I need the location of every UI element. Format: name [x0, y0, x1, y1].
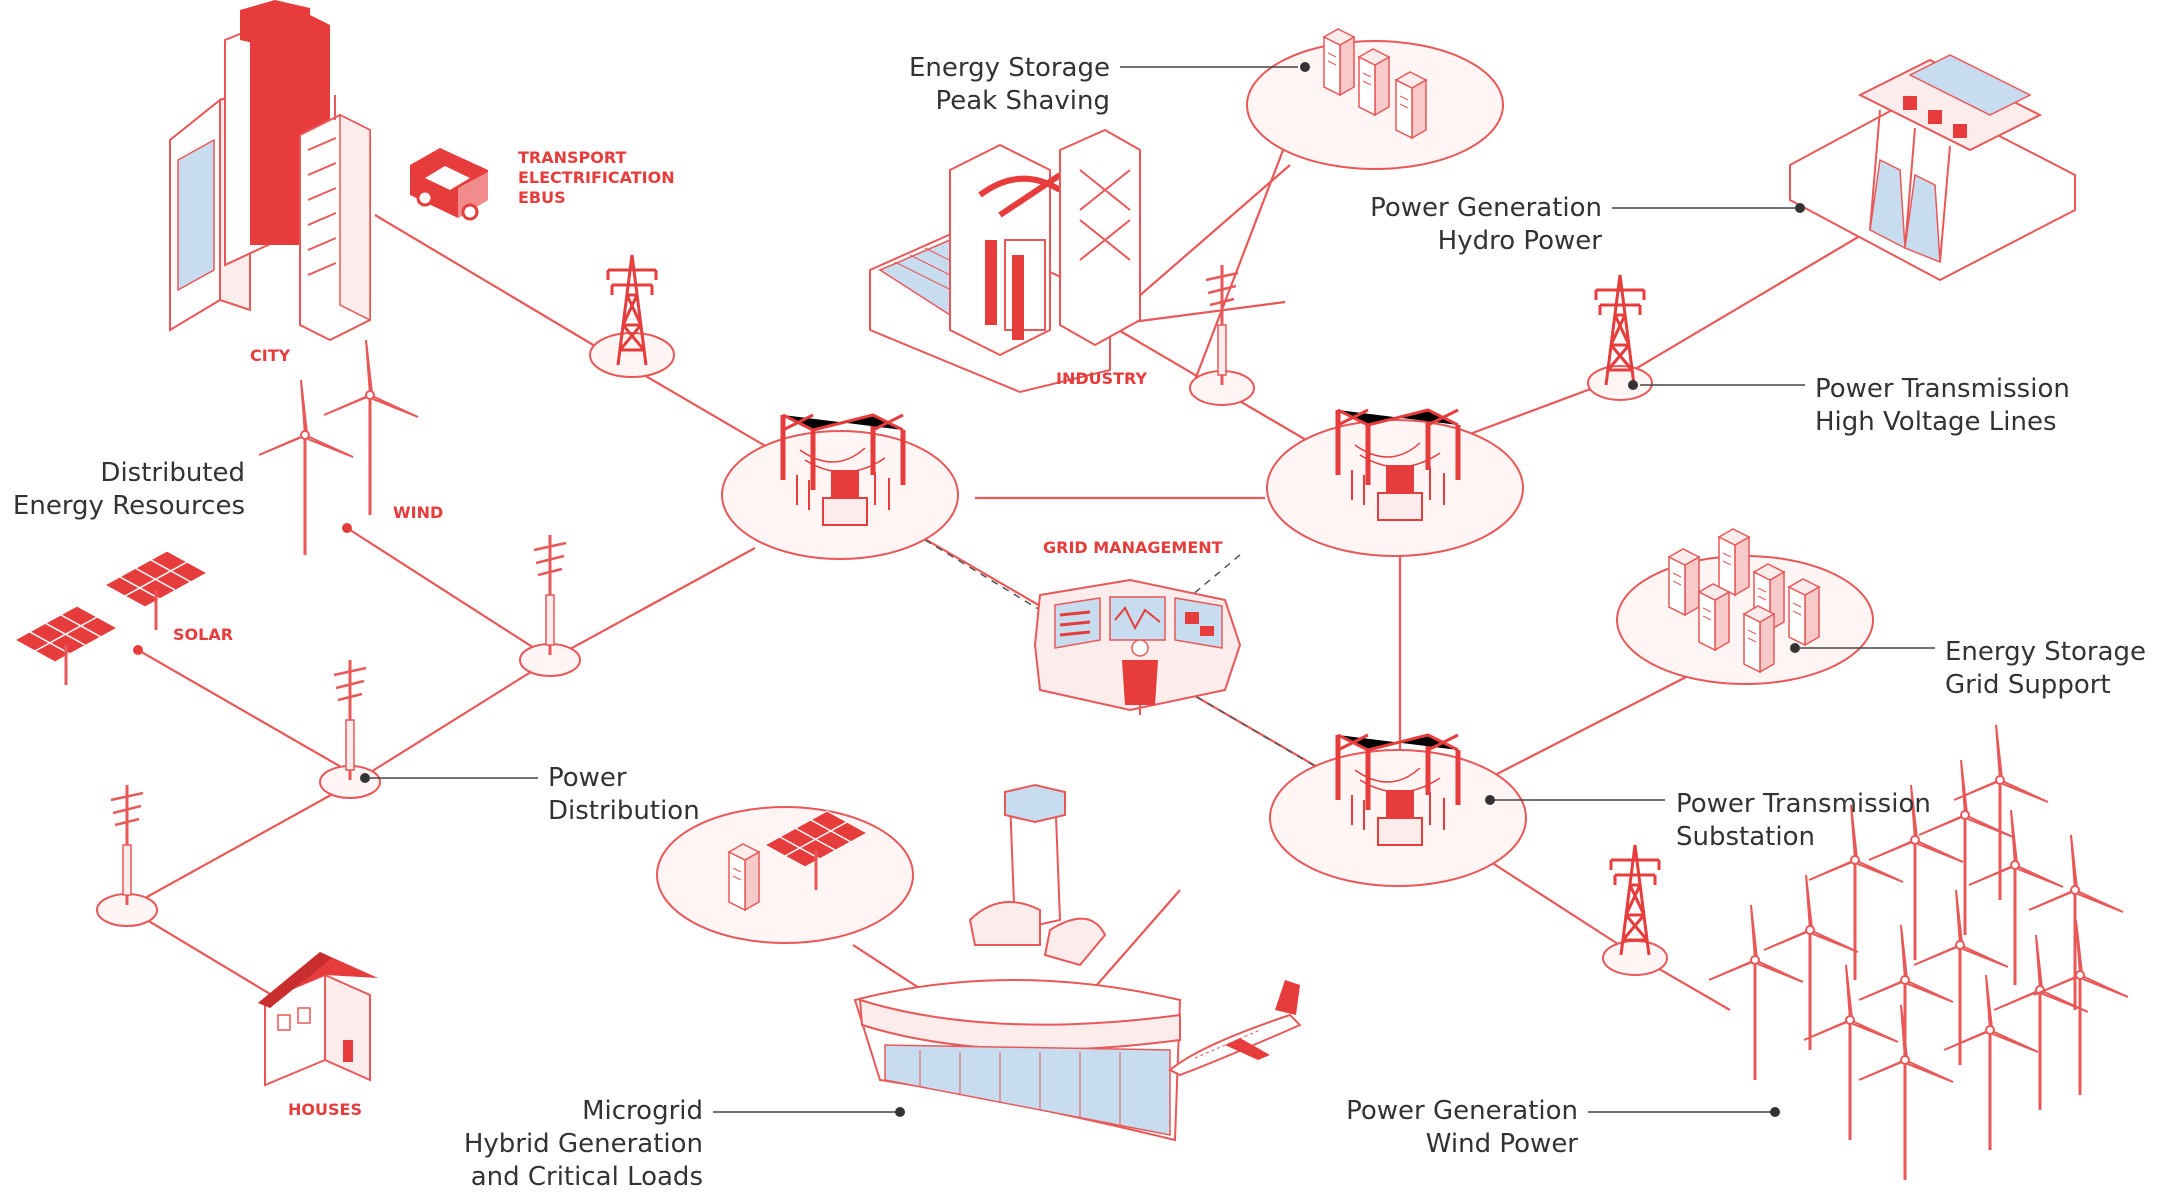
control-room-icon [1033, 578, 1242, 715]
wind-connection-dot [342, 523, 352, 533]
utility-pole-icon [332, 658, 368, 782]
airport-terminal-icon [853, 979, 1182, 1142]
leader-dots [360, 62, 1805, 1117]
airplane-icon [1168, 980, 1302, 1077]
house-icon [258, 952, 378, 1087]
ebus-icon [410, 148, 488, 221]
tag-industry: INDUSTRY [1056, 369, 1148, 388]
solar-connection-dot [133, 645, 143, 655]
tag-houses: HOUSES [288, 1100, 362, 1119]
city-buildings-icon [169, 0, 371, 342]
energy-storage-icon [728, 843, 760, 911]
solar-panel-icon [13, 549, 209, 687]
transmission-tower-icon [1609, 843, 1661, 957]
tag-city: CITY [250, 346, 291, 365]
utility-pole-icon [532, 533, 568, 657]
tag-wind: WIND [393, 503, 444, 522]
tag-grid-management: GRID MANAGEMENT [1043, 538, 1223, 557]
tag-solar: SOLAR [173, 625, 234, 644]
node-bases [96, 332, 1668, 976]
industry-plant-icon [869, 128, 1141, 394]
leader-lines [370, 66, 1935, 1113]
hydro-dam-icon [1789, 54, 2076, 282]
control-tower-icon [968, 783, 1107, 967]
utility-pole-icon [109, 783, 145, 907]
